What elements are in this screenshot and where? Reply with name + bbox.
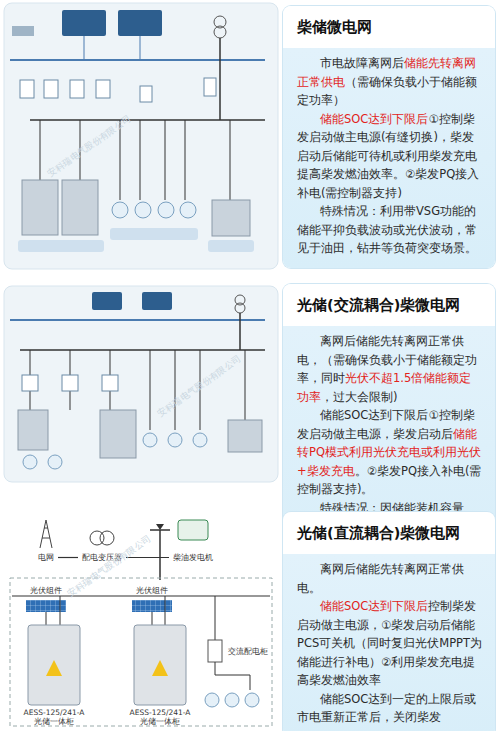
highlight-text: 储能SOC达到下限后 [320, 112, 428, 126]
panel-title: 光储(直流耦合)柴微电网 [283, 512, 495, 554]
body-text: 离网后储能先转离网正常供电。 [297, 562, 464, 595]
body-text: 特殊情况：利用带VSG功能的储能平抑负载波动或光伏波动，常见于油田，钻井等负荷突… [297, 204, 477, 255]
equipment-label: AESS-125/241-A 光储一体柜 [123, 707, 197, 727]
body-text: ，过大会限制) [321, 390, 398, 404]
equipment-label: AESS-125/241-A 光储一体柜 [17, 707, 91, 727]
equipment-label: 交流配电柜 [226, 646, 270, 657]
body-text: 储能SOC达到一定的上限后或市电重新正常后，关闭柴发 [297, 692, 476, 725]
label-text: 光伏组件 [136, 586, 168, 595]
paragraph: 储能SOC达到下限后①控制柴发启动做主电源(有缝切换)，柴发启动后储能可待机或利… [297, 110, 483, 203]
paragraph: 特殊情况：利用带VSG功能的储能平抑负载波动或光伏波动，常见于油田，钻井等负荷突… [297, 202, 483, 258]
paragraph: 储能SOC达到下限后①控制柴发启动做主电源，柴发启动后储能转PQ模式利用光伏充电… [297, 406, 483, 499]
label-text: 交流配电柜 [228, 647, 268, 656]
connector [58, 557, 78, 558]
paragraph: 储能SOC达到下限后控制柴发启动做主电源，①柴发启动后储能PCS可关机（同时复归… [297, 597, 483, 690]
label-text: AESS-125/241-A 光储一体柜 [125, 708, 195, 726]
highlight-text: 储能SOC达到下限后 [320, 599, 428, 613]
description-panel: 光储(直流耦合)柴微电网离网后储能先转离网正常供电。储能SOC达到下限后控制柴发… [283, 512, 495, 731]
panel-title: 光储(交流耦合)柴微电网 [283, 284, 495, 326]
paragraph: 离网后储能先转离网正常供电。 [297, 560, 483, 597]
label-text: 电网 [38, 553, 54, 562]
equipment-label: 电网 [36, 552, 56, 563]
paragraph: 市电故障离网后储能先转离网正常供电（需确保负载小于储能额定功率） [297, 54, 483, 110]
equipment-label: 柴油发电机 [171, 552, 215, 563]
equipment-label: 光伏组件 [28, 585, 64, 596]
body-text: 市电故障离网后 [320, 56, 404, 70]
label-text: 光伏组件 [30, 586, 62, 595]
body-text: 储能SOC达到下限后①控制柴发启动做主电源，柴发启动后 [297, 408, 475, 441]
paragraph: 储能SOC达到一定的上限后或市电重新正常后，关闭柴发 [297, 690, 483, 727]
panel-body: 离网后储能先转离网正常供电。储能SOC达到下限后控制柴发启动做主电源，①柴发启动… [283, 554, 495, 731]
equipment-label: 光伏组件 [134, 585, 170, 596]
description-panel: 柴储微电网市电故障离网后储能先转离网正常供电（需确保负载小于储能额定功率）储能S… [283, 6, 495, 268]
label-text: 柴油发电机 [173, 553, 213, 562]
panel-title: 柴储微电网 [283, 6, 495, 48]
label-text: AESS-125/241-A 光储一体柜 [19, 708, 89, 726]
paragraph: 离网后储能先转离网正常供电，（需确保负载小于储能额定功率，同时光伏不超1.5倍储… [297, 332, 483, 406]
panel-body: 市电故障离网后储能先转离网正常供电（需确保负载小于储能额定功率）储能SOC达到下… [283, 48, 495, 268]
